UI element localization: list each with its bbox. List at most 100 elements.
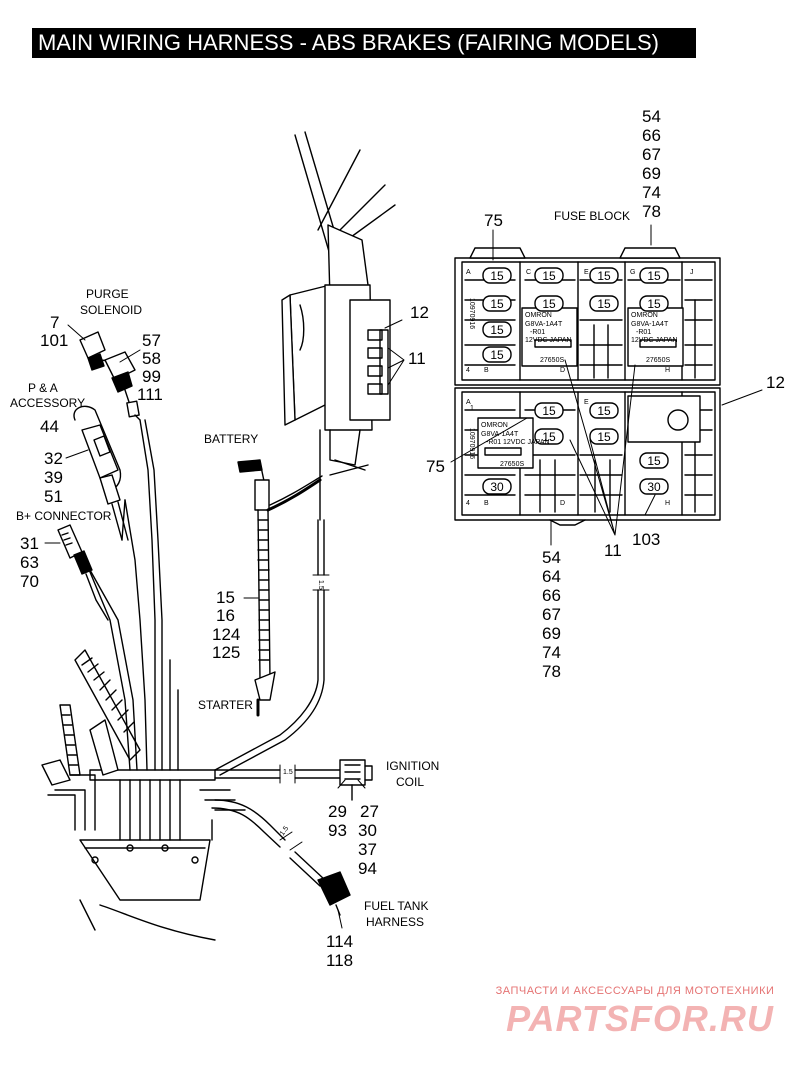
callout-fuse-top-66: 66 (642, 126, 661, 145)
callout-94: 94 (358, 859, 377, 878)
label-battery: BATTERY (204, 432, 258, 446)
label-ignition-2: COIL (396, 775, 424, 789)
relay-model: G8VA-1A4T (631, 321, 669, 328)
relay-spec: 12VDC JAPAN (503, 439, 550, 446)
fuse-value: 15 (597, 404, 611, 418)
callout-fuse-bot-66: 66 (542, 586, 561, 605)
fuse-value: 30 (647, 480, 661, 494)
fuse-value: 15 (647, 297, 661, 311)
wire-gauge-marks (279, 574, 330, 851)
relay-brand: OMRON (525, 312, 552, 319)
callout-31: 31 (20, 534, 39, 553)
bplus-connector (57, 524, 109, 621)
callout-fuse-bot-67: 67 (542, 605, 561, 624)
callout-32: 32 (44, 449, 63, 468)
callout-111: 111 (137, 385, 163, 404)
row-letter-b: B (484, 500, 489, 507)
callout-39: 39 (44, 468, 63, 487)
fuse-value: 15 (542, 297, 556, 311)
fuse-value: 15 (542, 404, 556, 418)
callout-93: 93 (328, 821, 347, 840)
wire-gauge-ecu: 1.5 (317, 580, 324, 590)
callout-125: 125 (212, 643, 240, 662)
fuse-value: 15 (490, 348, 504, 362)
callout-fuse-top-67: 67 (642, 145, 661, 164)
row-number-4: 4 (466, 500, 470, 507)
watermark-tagline: ЗАПЧАСТИ И АКСЕССУАРЫ ДЛЯ МОТОТЕХНИКИ (495, 985, 775, 997)
row-letter-h: H (665, 500, 670, 507)
fuse-block (450, 224, 763, 546)
relay-brand: OMRON (631, 312, 658, 319)
relay-model-2: -R01 (530, 329, 545, 336)
callout-75-bottom: 75 (426, 457, 445, 476)
callout-11-ecu: 11 (408, 349, 426, 368)
relay-model-2: -R01 (636, 329, 651, 336)
label-fuel-1: FUEL TANK (364, 899, 428, 913)
callout-101: 101 (40, 331, 68, 350)
label-purge-1: PURGE (86, 287, 129, 301)
callout-63: 63 (20, 553, 39, 572)
fuse-value: 15 (647, 454, 661, 468)
row-number-4: 4 (466, 367, 470, 374)
callout-12-fuse: 12 (766, 373, 785, 392)
wire-gauge-ignition: 1.5 (283, 769, 293, 776)
frame-lower (47, 774, 246, 941)
fuse-value: 15 (647, 269, 661, 283)
relay-spec: 12VDC JAPAN (631, 337, 678, 344)
label-starter: STARTER (198, 698, 253, 712)
callout-57: 57 (142, 331, 161, 350)
callout-124: 124 (212, 625, 240, 644)
fuse-value: 15 (597, 430, 611, 444)
callout-fuse-bot-69: 69 (542, 624, 561, 643)
callout-fuse-bot-64: 64 (542, 567, 561, 586)
callout-fuse-bot-74: 74 (542, 643, 561, 662)
callout-58: 58 (142, 349, 161, 368)
callout-118: 118 (326, 951, 353, 970)
text-labels: PURGE SOLENOID P & A ACCESSORY B+ CONNEC… (10, 107, 785, 970)
row-letter-d: D (560, 500, 565, 507)
ecu-to-trunk-wire (214, 519, 325, 776)
callout-12-ecu: 12 (410, 303, 429, 322)
callout-75-top: 75 (484, 211, 503, 230)
row-letter-e: E (584, 269, 589, 276)
battery-cable (237, 459, 323, 717)
ecu-bracket (281, 131, 396, 521)
callout-11-fuse: 11 (604, 541, 622, 560)
ignition-coil-connector (214, 759, 373, 801)
callout-fuse-bot-54: 54 (542, 548, 561, 567)
row-letter-h: H (665, 367, 670, 374)
row-number-1: 1 (470, 405, 474, 412)
fuse-value: 15 (597, 297, 611, 311)
fuse-value: 30 (490, 480, 504, 494)
row-letter-e: E (584, 399, 589, 406)
fuse-value: 15 (490, 323, 504, 337)
callout-15: 15 (216, 588, 235, 607)
row-letter-a: A (466, 399, 471, 406)
purge-solenoid-connectors (79, 331, 141, 421)
relay-code: 27650S (540, 357, 564, 364)
callout-70: 70 (20, 572, 39, 591)
label-purge-2: SOLENOID (80, 303, 142, 317)
callout-29: 29 (328, 802, 347, 821)
row-letter-a: A (466, 269, 471, 276)
label-fuel-2: HARNESS (366, 915, 424, 929)
part-number-lower: 10970916 (468, 428, 475, 459)
label-ignition-1: IGNITION (386, 759, 439, 773)
watermark-logo: PARTSFOR.RU (506, 998, 774, 1039)
callout-30: 30 (358, 821, 377, 840)
row-letter-b: B (484, 367, 489, 374)
relay-spec: 12VDC JAPAN (525, 337, 572, 344)
page-title: MAIN WIRING HARNESS - ABS BRAKES (FAIRIN… (32, 28, 696, 58)
row-letter-d: D (560, 367, 565, 374)
label-pa-2: ACCESSORY (10, 396, 85, 410)
label-pa-1: P & A (28, 381, 58, 395)
relay-model: G8VA-1A4T (525, 321, 563, 328)
callout-44: 44 (40, 417, 59, 436)
callout-7: 7 (50, 313, 59, 332)
callout-99: 99 (142, 367, 161, 386)
callout-16: 16 (216, 606, 235, 625)
callout-fuse-bot-78: 78 (542, 662, 561, 681)
callout-51: 51 (44, 487, 63, 506)
callout-27: 27 (360, 802, 379, 821)
